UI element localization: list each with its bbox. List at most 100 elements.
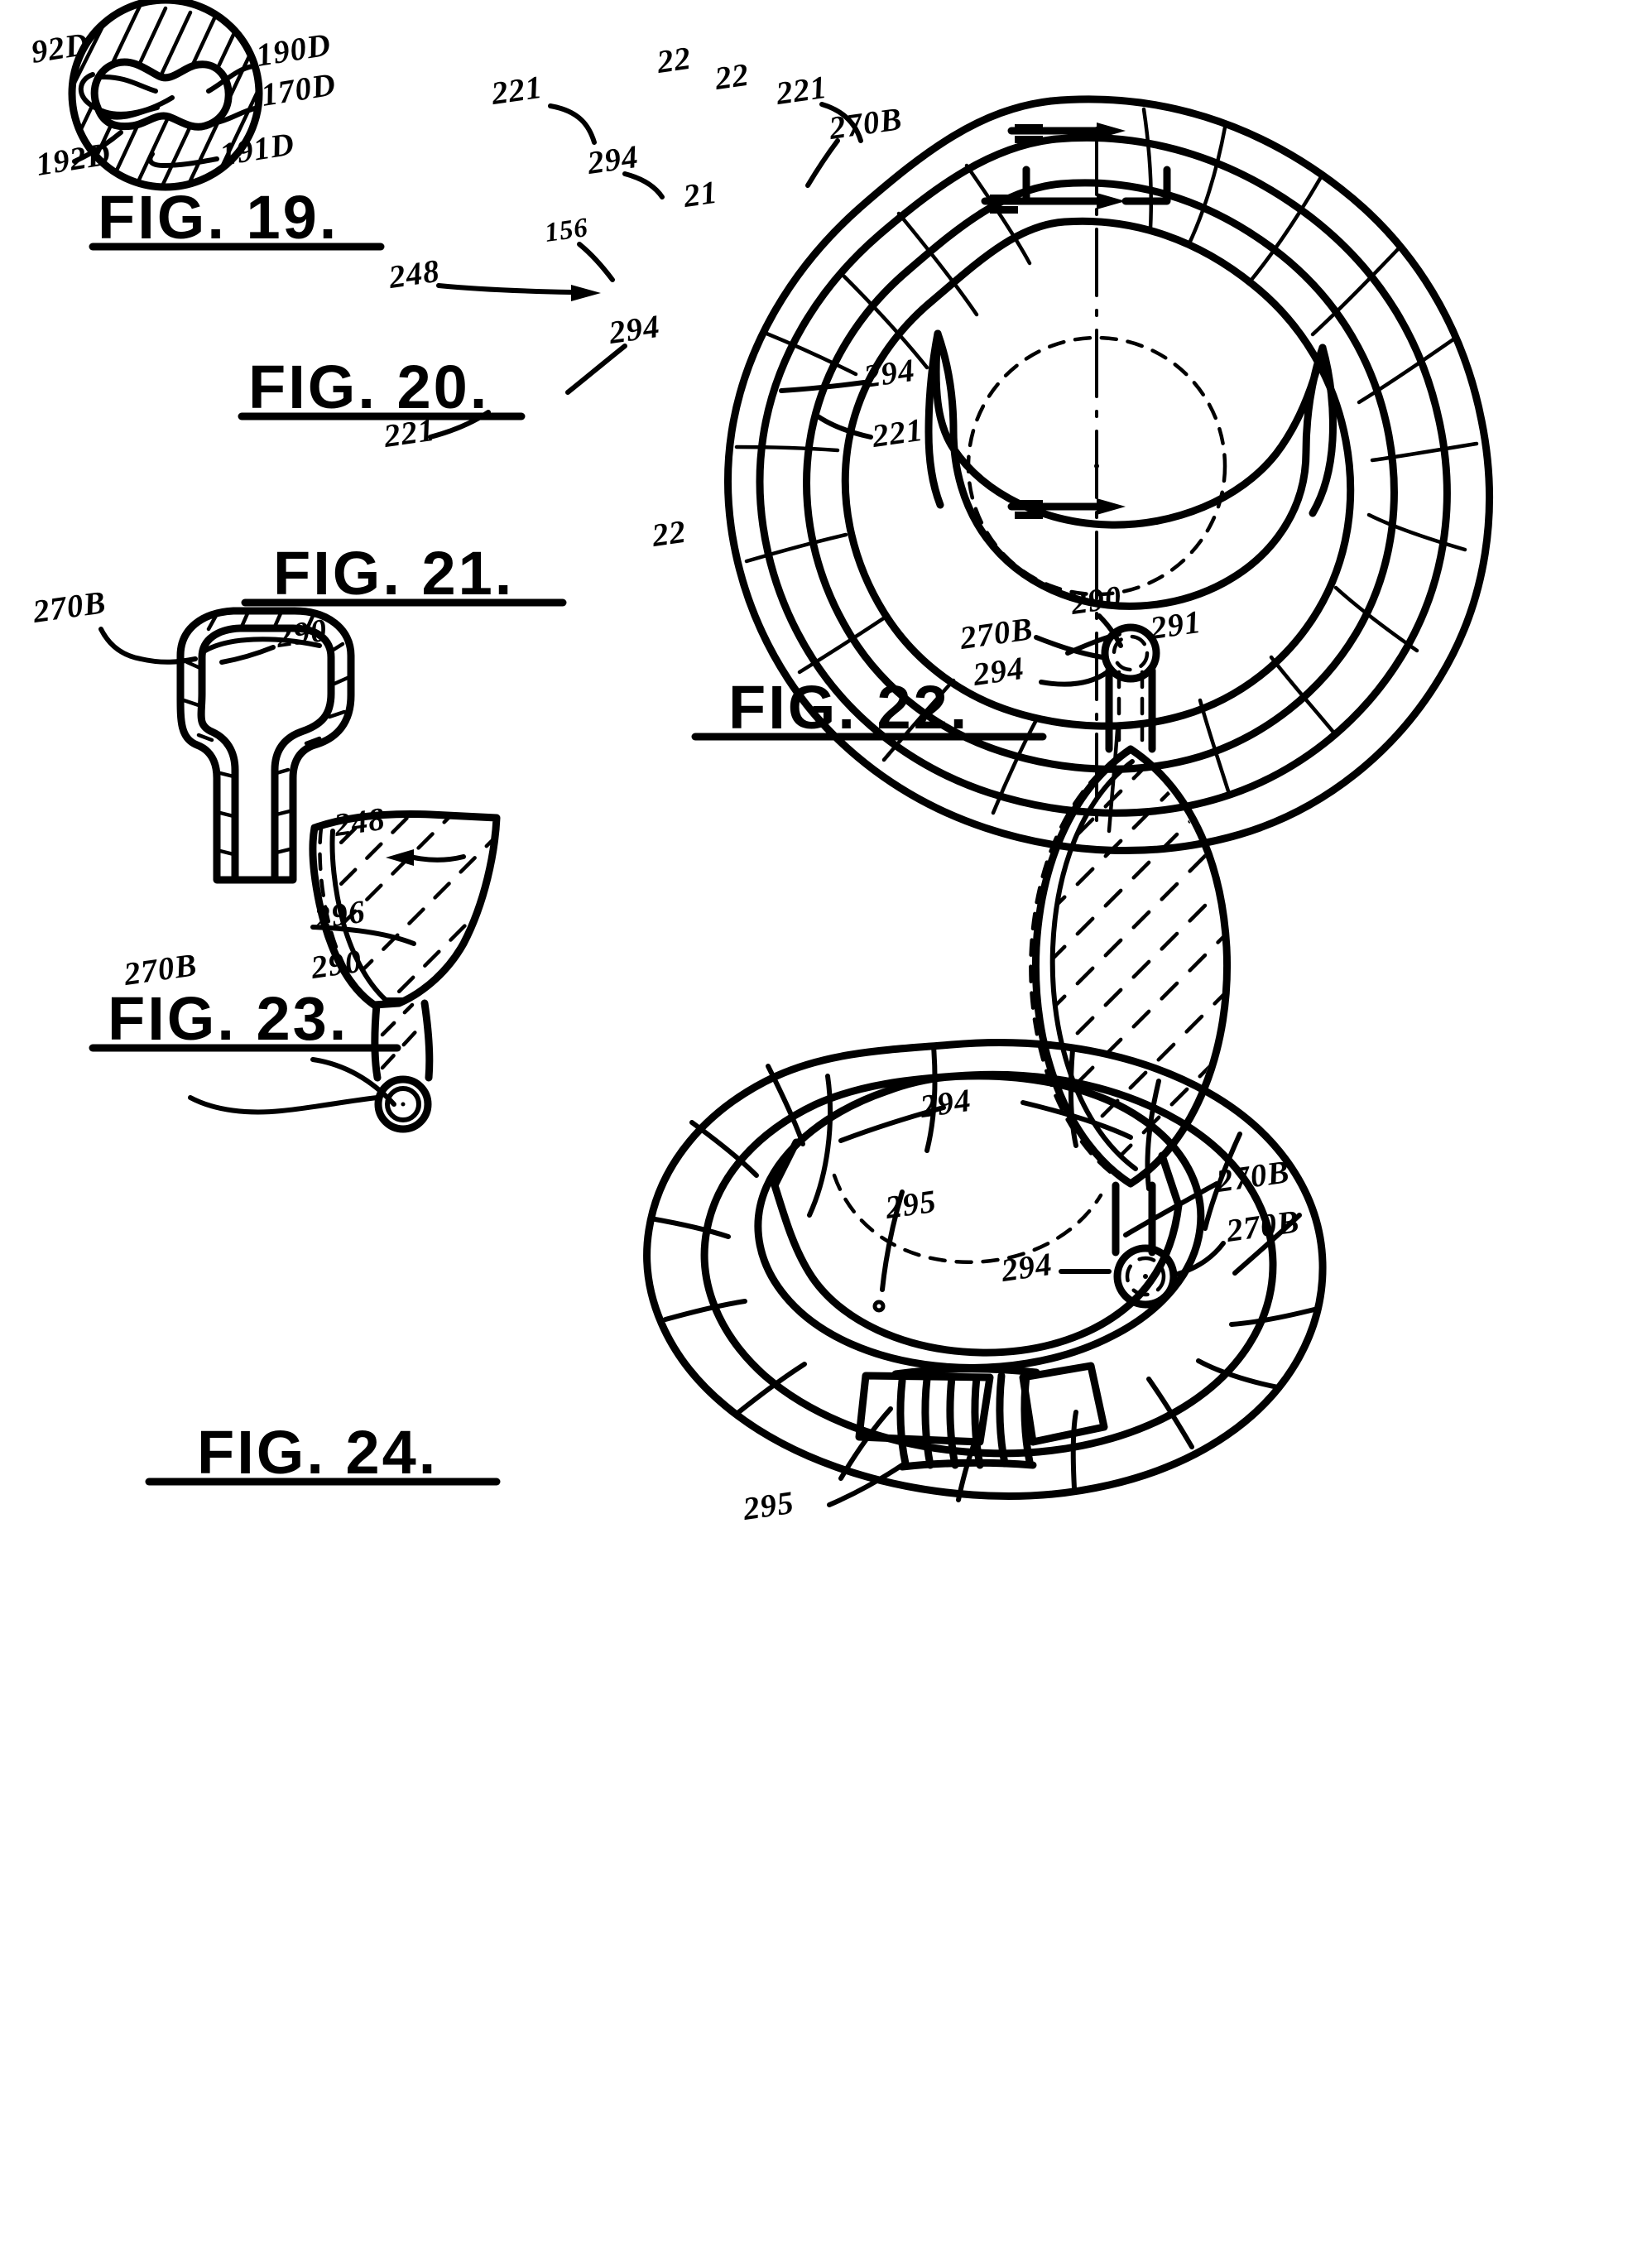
fig22-callout-294-bottom: 294 xyxy=(998,1247,1054,1289)
fig23-callout-296: 296 xyxy=(311,894,367,936)
figure-20-caption: FIG. 20. xyxy=(238,353,526,421)
fig23-stem-left xyxy=(371,1001,382,1082)
fig22-callout-270B-top: 270B xyxy=(957,611,1035,656)
fig19-outer-circle xyxy=(68,0,263,191)
fig20-callout-22-bottom: 22 xyxy=(649,514,689,554)
figure-22-caption: FIG. 22. xyxy=(691,673,1047,742)
fig24-callout-294: 294 xyxy=(917,1083,973,1125)
fig24-leader-295-lower xyxy=(827,1463,905,1507)
fig19-caption-text: FIG. 19. xyxy=(98,183,339,252)
fig20-radial-creases xyxy=(734,107,1479,834)
fig20-ring-2 xyxy=(756,133,1451,817)
fig20-callout-248: 248 xyxy=(386,253,442,296)
fig23-blade-inner-edge xyxy=(329,829,408,1002)
fig23-leader-270B xyxy=(188,1095,380,1115)
fig24-inner-crescent xyxy=(771,1181,1183,1357)
fig19-bore-detail-top xyxy=(98,74,158,94)
fig20-leader-270B xyxy=(805,138,840,188)
fig21-keyhole-outer xyxy=(176,607,355,884)
fig21-caption-text: FIG. 21. xyxy=(273,539,514,608)
figure-19-caption: FIG. 19. xyxy=(89,183,385,252)
figure-19-drawing: 92D 190D 170D 191D 192D xyxy=(29,0,339,191)
fig22-top-ring-inner xyxy=(1112,634,1150,672)
figure-20-drawing: 221 22 22 221 270B 294 21 156 248 294 29… xyxy=(381,41,1493,855)
fig22-callout-294-top: 294 xyxy=(970,651,1026,693)
fig22-bottom-ring-inner xyxy=(1125,1256,1166,1297)
fig23-fan-blade xyxy=(309,810,501,1009)
fig22-balloon-inner-wall xyxy=(1049,759,1138,1171)
fig22-leader-290 xyxy=(1097,613,1123,648)
fig20-caption-text: FIG. 20. xyxy=(248,353,489,421)
fig21-callout-290: 290 xyxy=(273,613,329,655)
figure-21-drawing: 270B 290 xyxy=(30,584,355,884)
fig20-callout-221-topright: 221 xyxy=(773,70,829,112)
fig23-callout-290: 290 xyxy=(308,944,364,986)
fig24-crescent-tip-right xyxy=(1158,1151,1183,1209)
fig20-leader-294-top xyxy=(622,171,665,199)
fig20-leader-248 xyxy=(436,283,574,295)
fig21-leader-290 xyxy=(219,645,276,665)
fig23-ring-outer xyxy=(374,1075,432,1133)
figure-24-drawing: 294 270B 295 295 xyxy=(643,1038,1327,1527)
fig20-callout-294-right: 294 xyxy=(861,353,917,395)
fig19-leader-190D xyxy=(206,64,255,94)
fig24-inner-basin xyxy=(754,1072,1205,1372)
fig20-callout-294-center: 294 xyxy=(606,309,662,351)
fig24-caption-text: FIG. 24. xyxy=(197,1418,438,1487)
fig20-leader-221-topleft xyxy=(548,103,597,145)
fig19-leader-191D xyxy=(147,151,219,168)
fig20-arrowhead-248 xyxy=(571,285,601,301)
fig21-leader-270B xyxy=(98,627,198,665)
fig22-caption-text: FIG. 22. xyxy=(728,673,969,742)
fig22-bottom-ring-center-dot xyxy=(1143,1274,1148,1279)
fig20-crescent-294 xyxy=(932,329,1327,610)
fig20-ring-4 xyxy=(841,217,1355,730)
fig24-leader-294-right xyxy=(1020,1100,1133,1140)
figure-23-caption: FIG. 23. xyxy=(89,984,401,1053)
fig21-callout-270B: 270B xyxy=(30,584,108,630)
fig20-crescent-tail-left xyxy=(924,329,944,509)
fig24-corrugated-cinch xyxy=(855,1362,1108,1471)
fig24-callout-295-upper: 295 xyxy=(882,1184,939,1226)
fig20-callout-22-b: 22 xyxy=(712,57,752,97)
fig20-callout-270B: 270B xyxy=(826,101,905,147)
fig19-callout-190D: 190D xyxy=(254,26,334,74)
figure-22-drawing: 290 270B 291 294 294 270B xyxy=(957,579,1302,1309)
fig22-callout-291: 291 xyxy=(1147,604,1203,646)
figure-21-caption: FIG. 21. xyxy=(241,539,567,608)
fig20-callout-294-top: 294 xyxy=(584,139,641,181)
fig22-balloon-outer xyxy=(1031,745,1232,1188)
fig20-crescent-tail-right xyxy=(1309,344,1337,517)
fig19-callout-170D: 170D xyxy=(259,66,339,113)
fig24-crescent-tip-left xyxy=(771,1138,800,1189)
figure-24-caption: FIG. 24. xyxy=(145,1418,501,1487)
fig20-callout-221-topleft: 221 xyxy=(488,70,545,112)
fig23-caption-text: FIG. 23. xyxy=(108,984,348,1053)
figure-23-drawing: 248 296 270B 290 xyxy=(121,801,501,1133)
fig19-leader-170D xyxy=(214,105,261,125)
fig20-leader-221-botright xyxy=(812,411,873,440)
fig20-callout-221-botright: 221 xyxy=(869,412,925,454)
fig24-leader-295-dot xyxy=(872,1300,886,1313)
fig22-leader-294-top xyxy=(1039,670,1110,687)
fig23-arrowhead-248 xyxy=(386,849,414,866)
fig20-section-arrow-22-top xyxy=(1007,123,1126,143)
fig23-stem-right xyxy=(420,999,434,1082)
fig24-inner-dashed-arc xyxy=(832,1173,1103,1264)
fig23-blade-dashed-edge xyxy=(318,825,377,1007)
fig24-leader-295-upper xyxy=(880,1189,905,1292)
fig23-leader-290 xyxy=(310,1057,396,1107)
fig20-leader-156 xyxy=(577,242,615,282)
fig20-section-arrow-22-bottom xyxy=(1007,498,1126,519)
fig24-bowl-outer-rim xyxy=(643,1038,1327,1500)
fig24-callout-295-lower: 295 xyxy=(740,1485,796,1527)
fig22-leader-270B-top xyxy=(1034,635,1105,660)
fig23-ring-center-dot xyxy=(401,1102,406,1107)
fig21-inner-lip xyxy=(203,637,322,653)
fig23-ring-inner xyxy=(385,1086,421,1122)
fig21-wall-hatching xyxy=(181,609,352,857)
fig19-leader-192D xyxy=(72,130,123,164)
fig20-ring-outer xyxy=(724,95,1493,855)
fig20-callout-156: 156 xyxy=(543,213,590,248)
fig24-leader-294-left xyxy=(838,1105,946,1143)
